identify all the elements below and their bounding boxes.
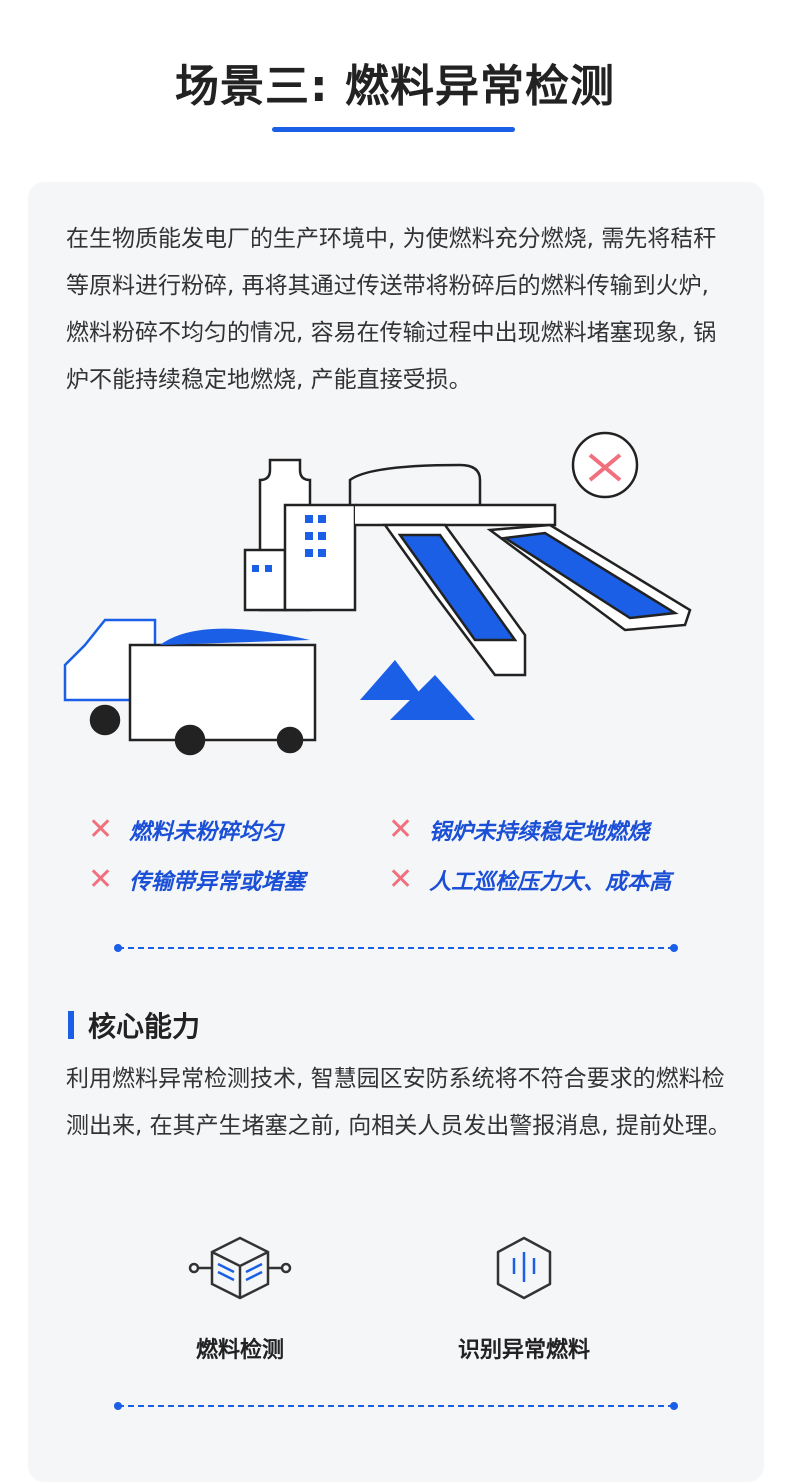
feature-fuel-detection: 燃料检测 [120, 1234, 360, 1364]
core-paragraph: 利用燃料异常检测技术, 智慧园区安防系统将不符合要求的燃料检测出来, 在其产生堵… [66, 1066, 731, 1139]
cross-icon: ✕ [88, 862, 114, 897]
cross-icon: ✕ [388, 812, 414, 847]
issue-text: 传输带异常或堵塞 [129, 869, 306, 895]
issue-item: ✕ 燃料未粉碎均匀 [88, 812, 283, 847]
title-underline [272, 127, 515, 132]
dashed-divider [114, 1402, 678, 1410]
heading-text: 核心能力 [88, 1010, 201, 1043]
feature-label: 识别异常燃料 [457, 1338, 590, 1363]
intro-paragraph: 在生物质能发电厂的生产环境中, 为使燃料充分燃烧, 需先将秸秆等原料进行粉碎, … [66, 226, 717, 393]
issue-text: 燃料未粉碎均匀 [129, 819, 284, 845]
content-card [28, 182, 764, 1482]
cross-icon: ✕ [388, 862, 414, 897]
cube-icon [188, 1236, 292, 1300]
issue-item: ✕ 传输带异常或堵塞 [88, 862, 305, 897]
cross-icon: ✕ [88, 812, 114, 847]
feature-label: 燃料检测 [195, 1338, 284, 1363]
issue-text: 人工巡检压力大、成本高 [429, 869, 672, 895]
power-plant-illustration [63, 431, 692, 756]
feature-identify-abnormal: 识别异常燃料 [404, 1234, 644, 1364]
heading-bar [68, 1011, 74, 1039]
page-title: 场景三: 燃料异常检测 [175, 61, 615, 112]
issue-text: 锅炉未持续稳定地燃烧 [429, 819, 650, 845]
section-heading: 核心能力 [68, 1005, 200, 1045]
issue-item: ✕ 锅炉未持续稳定地燃烧 [388, 812, 649, 847]
issue-item: ✕ 人工巡检压力大、成本高 [388, 862, 671, 897]
dashed-divider [114, 944, 678, 952]
hexagon-waveform-icon [496, 1236, 552, 1300]
